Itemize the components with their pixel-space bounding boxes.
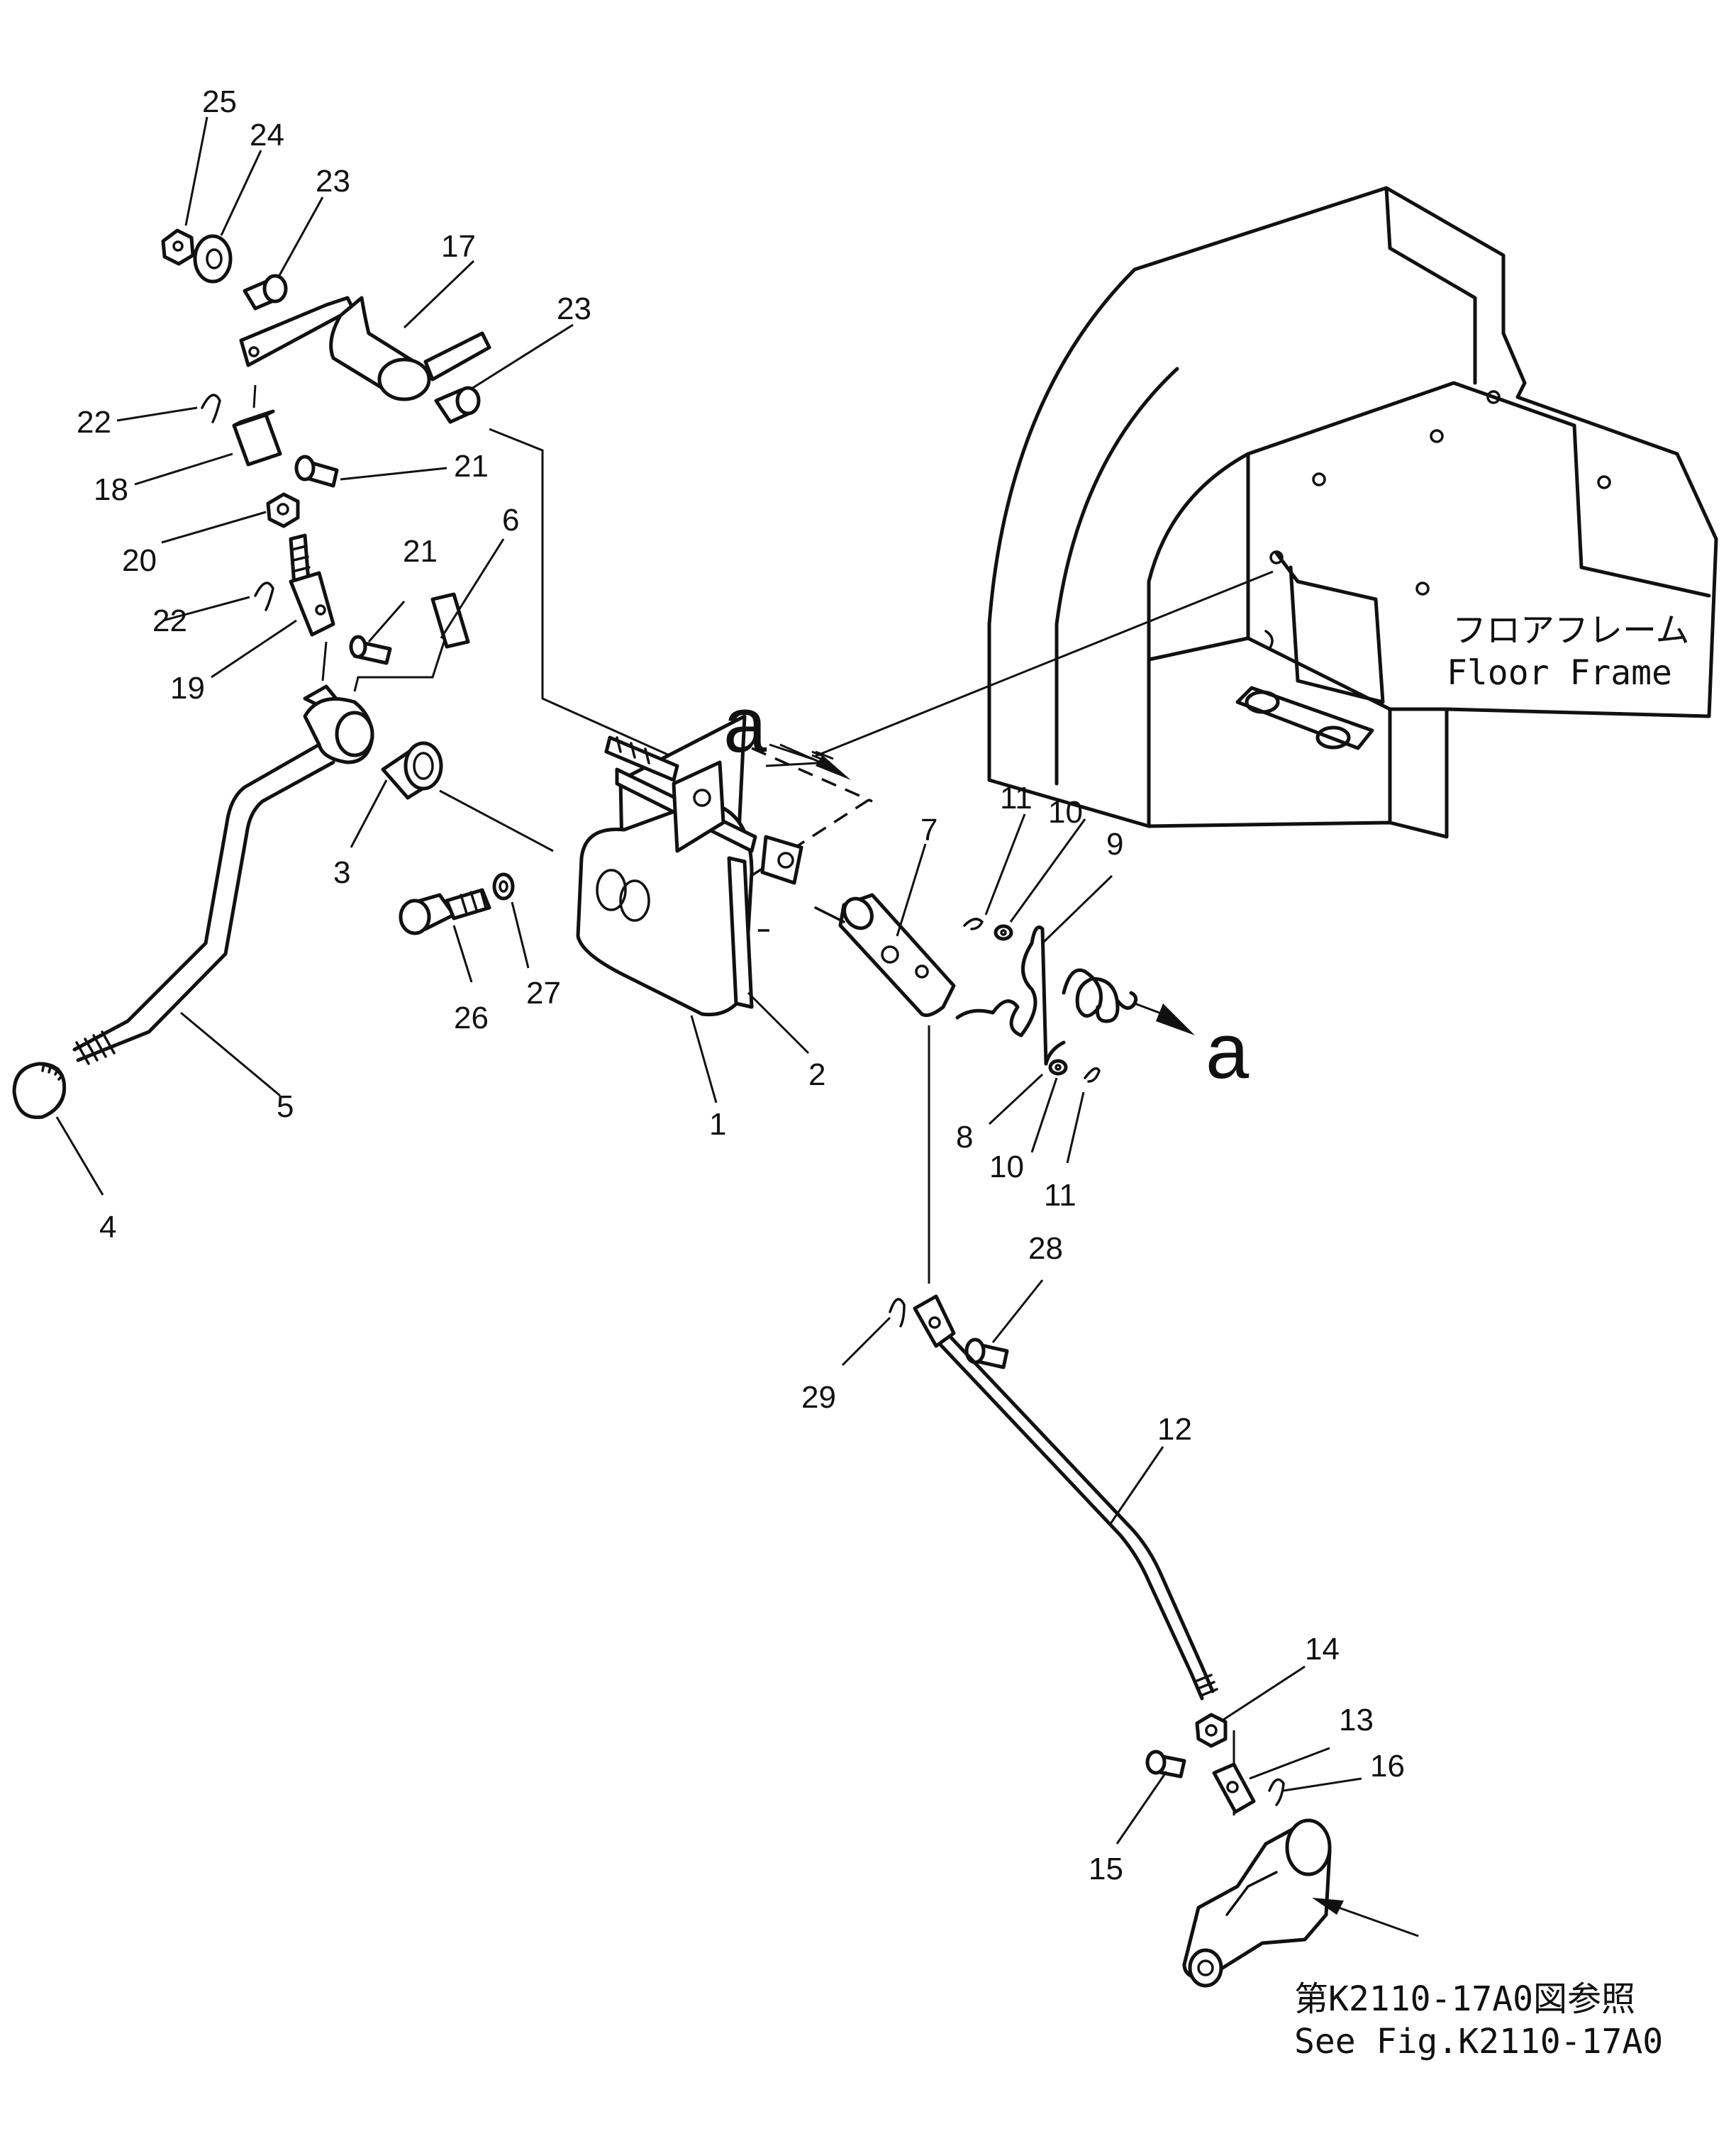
callout-23a: 23 (316, 164, 350, 199)
yoke-19 (289, 533, 335, 637)
pin-6 (430, 592, 470, 649)
callout-10a: 10 (1048, 795, 1083, 830)
bushing-23a (243, 274, 288, 311)
reference-jp: 第K2110-17A0図参照 (1294, 1979, 1635, 2019)
floor-frame-jp: フロアフレーム (1452, 611, 1690, 650)
section-a-start: a (723, 682, 767, 769)
callout-1: 1 (709, 1107, 726, 1142)
bushing-3 (381, 741, 443, 800)
callout-11b: 11 (1044, 1178, 1076, 1213)
callout-23b: 23 (557, 291, 591, 326)
knob-4 (12, 1062, 67, 1120)
shaft-7 (814, 893, 956, 1018)
pins-10-11 (963, 918, 1101, 1083)
callout-22a: 22 (77, 405, 111, 440)
callout-18: 18 (94, 472, 128, 507)
callout-15: 15 (1089, 1852, 1123, 1886)
reference-en: See Fig.K2110-17A0 (1294, 2022, 1663, 2062)
callout-26: 26 (454, 1001, 489, 1035)
bushing-23b (434, 386, 481, 424)
pin-15 (1145, 1750, 1186, 1779)
floor-frame (987, 186, 1718, 839)
callout-25: 25 (202, 84, 237, 119)
lever-arm (604, 735, 725, 853)
callout-27: 27 (526, 976, 561, 1011)
bolt-26 (399, 888, 491, 935)
callout-9: 9 (1106, 827, 1123, 862)
pin-21a (294, 455, 339, 488)
rod-12 (937, 1335, 1218, 1701)
floor-frame-en: Floor Frame (1447, 653, 1672, 693)
callout-4: 4 (99, 1210, 116, 1245)
callout-14: 14 (1305, 1632, 1340, 1667)
callout-5: 5 (277, 1089, 294, 1124)
callout-24: 24 (250, 118, 284, 152)
callout-7: 7 (920, 813, 937, 847)
nut-25 (161, 228, 195, 266)
callout-29: 29 (801, 1380, 836, 1415)
callout-6: 6 (502, 503, 519, 538)
callout-10b: 10 (989, 1150, 1024, 1184)
washer-24 (193, 234, 233, 284)
callout-20: 20 (122, 543, 157, 578)
callout-19: 19 (170, 671, 205, 706)
callout-22b: 22 (152, 603, 187, 638)
callout-16: 16 (1370, 1749, 1405, 1784)
section-arrow-a-start (765, 743, 851, 780)
clevis-upper (913, 1294, 956, 1348)
lever-5 (72, 684, 374, 1065)
callout-2: 2 (808, 1057, 825, 1092)
cotter-22a (201, 394, 221, 423)
lever-17 (239, 296, 491, 401)
pin-28 (964, 1337, 1009, 1369)
cotter-22b (254, 582, 274, 611)
callout-8: 8 (956, 1120, 973, 1155)
cotter-29 (889, 1298, 906, 1328)
cotter-16 (1268, 1778, 1285, 1806)
callout-12: 12 (1157, 1412, 1192, 1447)
washer-27 (492, 872, 515, 901)
clevis-13 (1212, 1762, 1256, 1814)
pin-21b (349, 635, 392, 665)
nut-14 (1195, 1713, 1228, 1748)
callout-3: 3 (333, 855, 350, 890)
callout-11a: 11 (1000, 781, 1033, 816)
callout-28: 28 (1028, 1231, 1063, 1266)
section-a-end: a (1206, 1008, 1250, 1095)
callout-17: 17 (441, 229, 476, 264)
spring-8-9 (955, 925, 1195, 1066)
assembly-lines (252, 384, 1274, 1815)
callout-21a: 21 (454, 449, 489, 484)
callout-13: 13 (1339, 1703, 1374, 1737)
callout-leaders (55, 116, 1362, 1845)
nut-20 (266, 492, 300, 528)
callout-21b: 21 (403, 534, 438, 569)
valve-ref (1182, 1818, 1419, 1988)
block-18 (232, 409, 282, 467)
